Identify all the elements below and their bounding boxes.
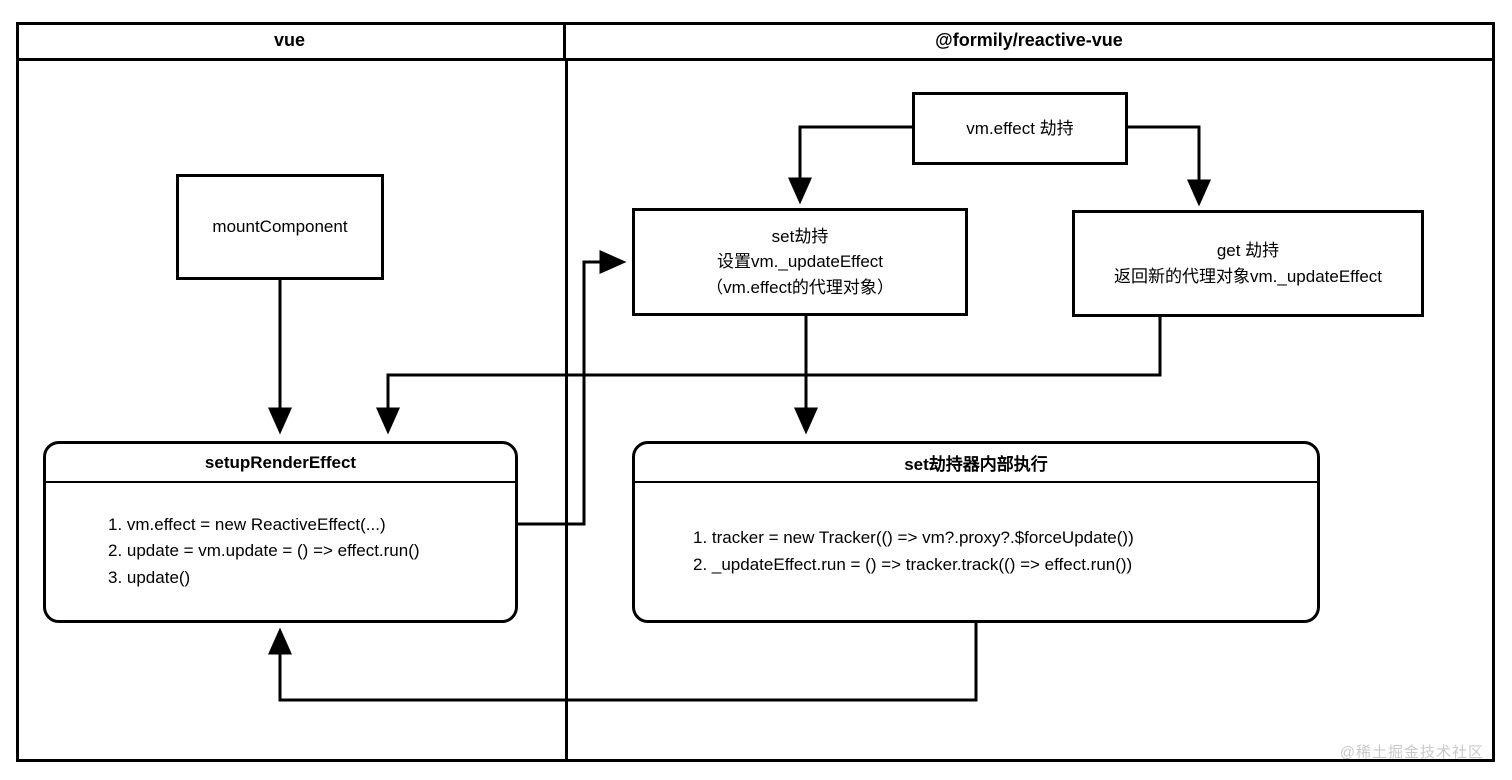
node-set-hijack-internal-title: set劫持器内部执行 — [635, 444, 1317, 483]
node-setup-render-effect-line-2: 2. update = vm.update = () => effect.run… — [108, 541, 420, 561]
node-setup-render-effect[interactable]: setupRenderEffect 1. vm.effect = new Rea… — [43, 441, 518, 623]
node-setup-render-effect-line-1: 1. vm.effect = new ReactiveEffect(...) — [108, 514, 386, 534]
node-vm-effect-hijack[interactable]: vm.effect 劫持 — [912, 92, 1128, 165]
edge-vmeffect-to-sethijack — [788, 125, 912, 205]
node-setup-render-effect-line-3: 3. update() — [108, 567, 191, 587]
node-setup-render-effect-title: setupRenderEffect — [46, 444, 515, 483]
node-set-hijack-line-3: （vm.effect的代理对象） — [706, 277, 894, 297]
node-mount-component-label: mountComponent — [212, 217, 348, 237]
node-set-hijack-internal[interactable]: set劫持器内部执行 1. tracker = new Tracker(() =… — [632, 441, 1320, 623]
edge-sethijackinternal-to-setuprendereffect — [268, 623, 978, 702]
node-setup-render-effect-body: 1. vm.effect = new ReactiveEffect(...) 2… — [46, 483, 515, 620]
edge-gethijack-to-setuprendereffect — [376, 317, 1162, 435]
column-header-vue: vue — [16, 22, 566, 58]
node-set-hijack[interactable]: set劫持 设置vm._updateEffect （vm.effect的代理对象… — [632, 208, 968, 316]
node-set-hijack-internal-line-1: 1. tracker = new Tracker(() => vm?.proxy… — [693, 528, 1134, 548]
node-vm-effect-hijack-label: vm.effect 劫持 — [966, 118, 1074, 138]
column-divider — [565, 61, 568, 762]
edge-vmeffect-to-gethijack — [1128, 125, 1211, 207]
node-set-hijack-internal-line-2: 2. _updateEffect.run = () => tracker.tra… — [693, 554, 1133, 574]
column-header-formily-reactive-vue: @formily/reactive-vue — [935, 29, 1123, 50]
edge-setuprendereffect-to-sethijack — [518, 250, 627, 526]
watermark: @稀土掘金技术社区 — [1339, 744, 1484, 761]
diagram-frame — [16, 22, 1495, 762]
node-get-hijack-line-1: get 劫持 — [1216, 241, 1280, 260]
node-set-hijack-internal-body: 1. tracker = new Tracker(() => vm?.proxy… — [635, 483, 1317, 620]
node-mount-component[interactable]: mountComponent — [176, 174, 384, 280]
diagram-header: vue @formily/reactive-vue — [16, 22, 1495, 61]
node-get-hijack-line-2: 返回新的代理对象vm._updateEffect — [1114, 266, 1382, 286]
node-get-hijack[interactable]: get 劫持 返回新的代理对象vm._updateEffect — [1072, 210, 1424, 317]
node-set-hijack-line-2: 设置vm._updateEffect — [717, 252, 883, 272]
node-set-hijack-line-1: set劫持 — [771, 226, 829, 246]
